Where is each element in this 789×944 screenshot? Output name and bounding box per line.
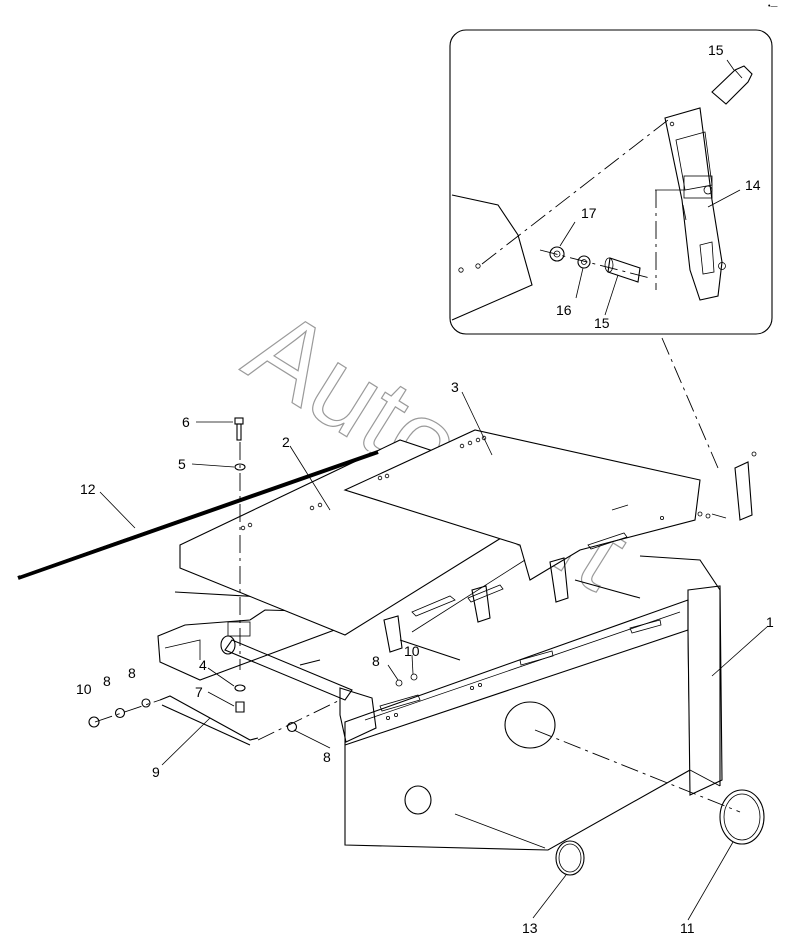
callout-15-top: 15 bbox=[708, 42, 724, 58]
rod-12 bbox=[17, 448, 379, 580]
callout-labels: 1 2 3 4 5 6 7 8 8 8 8 9 10 10 11 12 13 1… bbox=[76, 42, 774, 936]
fastener-stack bbox=[539, 246, 651, 283]
link-rod-9 bbox=[88, 673, 418, 746]
bolt-15-top bbox=[711, 65, 753, 105]
bolt-6 bbox=[234, 417, 244, 441]
callout-8-b: 8 bbox=[128, 665, 136, 681]
washer-8c bbox=[286, 721, 298, 733]
nut-10 bbox=[88, 716, 100, 728]
washer-4 bbox=[234, 684, 246, 692]
grommet-11-centerline bbox=[534, 729, 741, 813]
washer-8a bbox=[114, 707, 126, 719]
callout-7: 7 bbox=[195, 684, 203, 700]
grommet-11 bbox=[719, 789, 765, 845]
callout-12: 12 bbox=[80, 481, 96, 497]
callout-8-d: 8 bbox=[323, 749, 331, 765]
callout-17: 17 bbox=[581, 205, 597, 221]
callout-6: 6 bbox=[182, 414, 190, 430]
callout-15-bottom: 15 bbox=[594, 315, 610, 331]
callout-1: 1 bbox=[766, 614, 774, 630]
callout-10-b: 10 bbox=[404, 643, 420, 659]
inset-hole-a bbox=[458, 267, 464, 273]
inset-centerline bbox=[481, 119, 669, 265]
inset-hole-b bbox=[475, 263, 481, 269]
leaders bbox=[99, 391, 769, 921]
callout-16: 16 bbox=[556, 302, 572, 318]
callout-10-a: 10 bbox=[76, 681, 92, 697]
grommet-13 bbox=[555, 840, 585, 876]
inset-frame bbox=[449, 29, 773, 335]
panel-3 bbox=[343, 429, 701, 581]
inset-cabinet-corner bbox=[451, 194, 533, 321]
callout-2: 2 bbox=[282, 434, 290, 450]
main-latches bbox=[383, 451, 757, 661]
corner-mark: •— bbox=[768, 3, 777, 10]
callout-13: 13 bbox=[522, 920, 538, 936]
callout-9: 9 bbox=[152, 764, 160, 780]
top-panels bbox=[179, 429, 701, 636]
detail-inset bbox=[449, 29, 773, 335]
callout-8-c: 8 bbox=[372, 653, 380, 669]
callout-5: 5 bbox=[178, 456, 186, 472]
callout-11: 11 bbox=[680, 920, 695, 936]
callout-14: 14 bbox=[745, 177, 761, 193]
callout-3: 3 bbox=[451, 379, 459, 395]
washer-5 bbox=[234, 463, 246, 471]
latch-assembly bbox=[655, 107, 726, 301]
callout-8-a: 8 bbox=[103, 673, 111, 689]
cabinet bbox=[344, 555, 723, 851]
callout-4: 4 bbox=[199, 657, 207, 673]
nut-7 bbox=[235, 701, 245, 713]
inset-leader bbox=[661, 337, 719, 469]
washer-8b bbox=[141, 698, 151, 708]
